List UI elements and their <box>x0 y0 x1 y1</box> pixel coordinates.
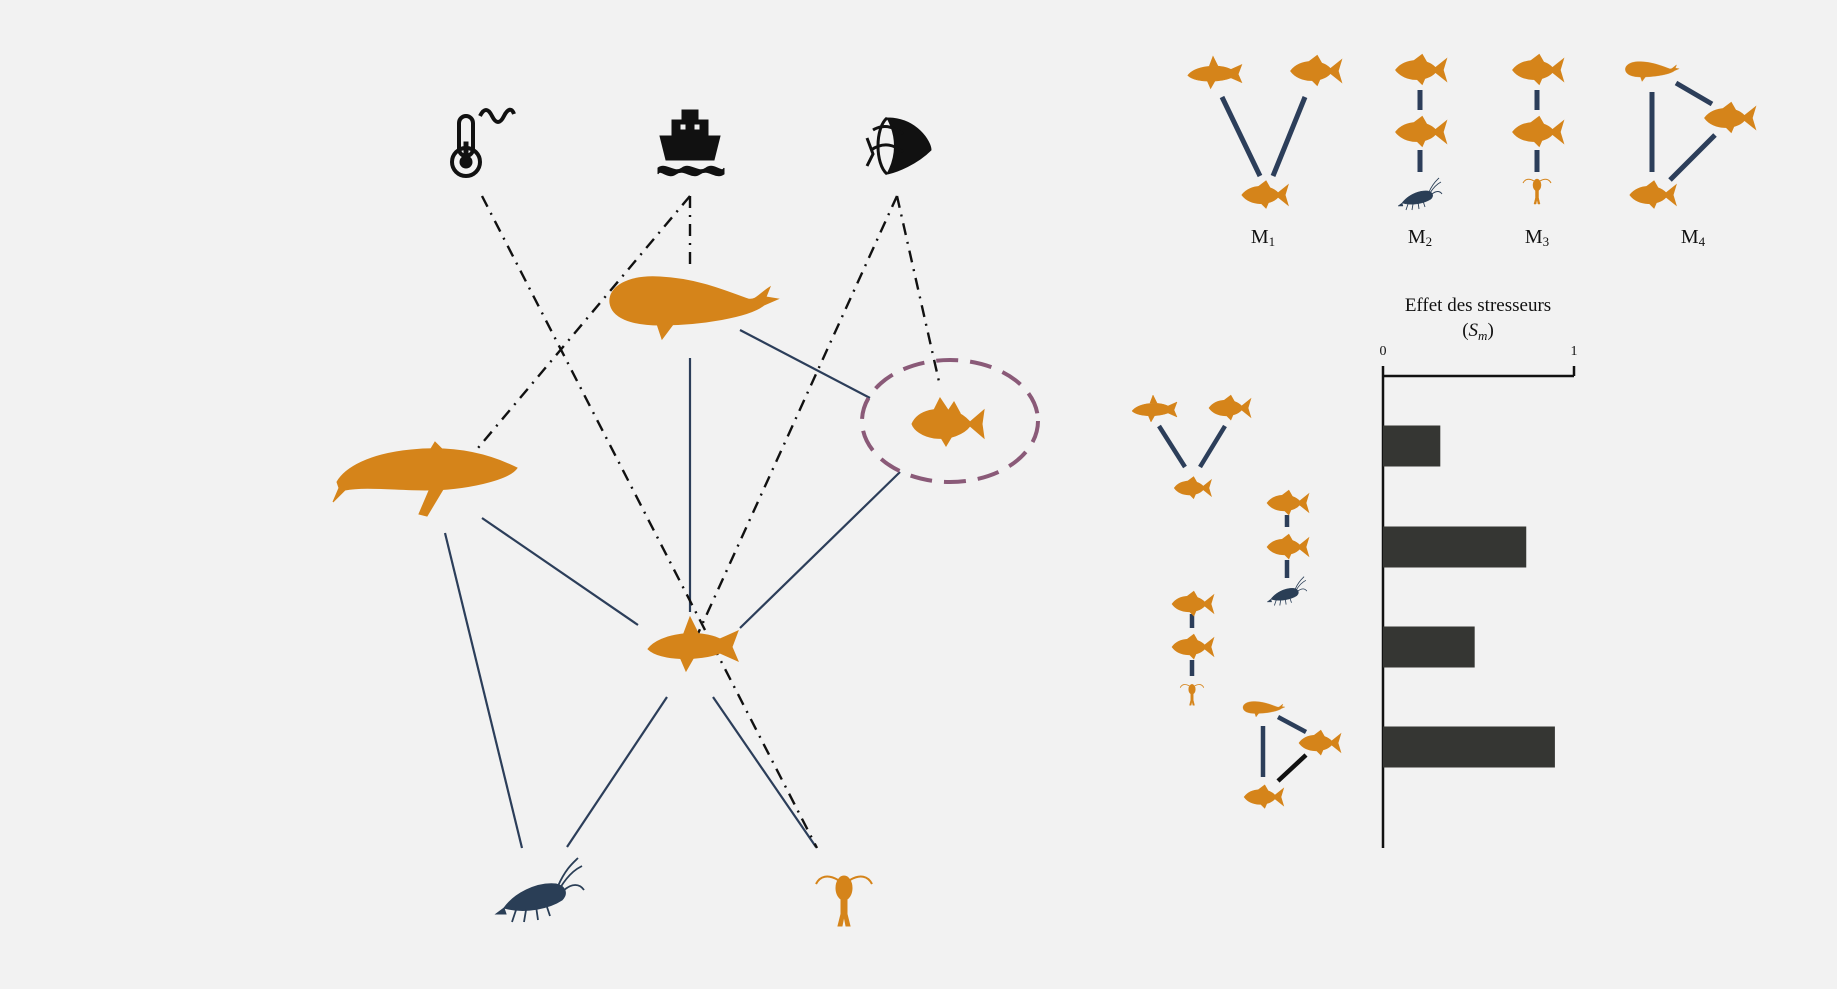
motif-m4-fish-icon <box>1629 180 1677 209</box>
copepod-icon <box>815 875 873 927</box>
chart-bars <box>1383 425 1555 768</box>
trophic-link <box>566 696 668 848</box>
trophic-link <box>712 696 817 848</box>
bar-m1 <box>1383 425 1441 467</box>
chart-title-symbol: (Sm) <box>1462 320 1494 343</box>
chart-motif-links <box>1157 424 1308 783</box>
stressor-links <box>477 195 942 849</box>
bar-m2 <box>1383 526 1527 568</box>
chart-motif-link <box>1276 715 1308 734</box>
motif-link <box>1219 95 1263 178</box>
chart-motif-nodes <box>1131 394 1342 809</box>
motif-m3-fish-icon <box>1512 54 1564 85</box>
motif-link <box>1674 80 1714 107</box>
motif-legend: M1 M2 M3 M4 <box>1187 54 1756 249</box>
chart-motif-link <box>1198 424 1227 469</box>
bar-m3 <box>1383 626 1475 668</box>
capelin-icon <box>647 616 739 672</box>
motif-label-m4: M4 <box>1681 226 1706 249</box>
chart-m4-beluga-icon <box>1242 701 1286 718</box>
food-web-network <box>332 107 1040 927</box>
trophic-link <box>739 329 871 399</box>
motif-link <box>1668 133 1717 182</box>
trophic-link <box>739 471 901 629</box>
cod-icon <box>911 397 985 447</box>
ship-icon <box>657 109 725 177</box>
chart-m3-copepod-icon <box>1179 683 1205 706</box>
stressor-link <box>480 195 819 849</box>
chart-motif-link <box>1157 424 1187 469</box>
trophic-link <box>443 532 524 849</box>
chart-title: Effet des stresseurs <box>1405 295 1551 316</box>
chart-m4-fish-icon <box>1243 784 1284 809</box>
stressor-link <box>895 195 942 387</box>
chart-m2-fish-icon <box>1266 533 1310 560</box>
chart-m1-capelin-icon <box>1131 394 1178 423</box>
motif-link <box>1270 96 1308 177</box>
chart-m3-fish-icon <box>1171 633 1215 660</box>
motif-m2-fish-icon <box>1395 54 1447 85</box>
chart-m3-fish-icon <box>1171 590 1215 617</box>
motif-label-m1: M1 <box>1251 226 1275 249</box>
motif-label-m3: M3 <box>1525 226 1549 249</box>
motif-links <box>1219 80 1717 182</box>
motif-m4-fish-icon <box>1704 102 1756 133</box>
trophic-links <box>443 329 901 849</box>
highlighted-species-outline <box>860 358 1040 484</box>
chart-m4-fish-icon <box>1298 729 1342 756</box>
chart-motif-link <box>1276 753 1308 783</box>
chart-m1-fish-icon <box>1208 394 1252 421</box>
humpback-whale-icon <box>332 441 518 517</box>
chart-motif-glyphs <box>1131 394 1342 809</box>
motif-label-m2: M2 <box>1408 226 1432 249</box>
chart-m2-fish-icon <box>1266 489 1310 516</box>
motif-m2-krill-icon <box>1397 177 1443 211</box>
x-tick-label: 0 <box>1380 344 1387 359</box>
motif-nodes <box>1187 54 1756 211</box>
motif-m3-fish-icon <box>1512 116 1564 147</box>
motif-m4-beluga-icon <box>1625 61 1680 82</box>
motif-m1-fish-icon <box>1241 180 1289 209</box>
beluga-icon <box>609 276 779 340</box>
bar-m4 <box>1383 726 1555 768</box>
motif-labels: M1 M2 M3 M4 <box>1251 226 1706 249</box>
x-tick-label: 1 <box>1571 344 1578 359</box>
motif-m2-fish-icon <box>1395 116 1447 147</box>
krill-icon <box>495 857 585 923</box>
fishing-net-icon <box>865 116 933 176</box>
motif-m3-copepod-icon <box>1522 178 1552 205</box>
trophic-link <box>481 517 639 626</box>
chart-m2-krill-icon <box>1266 576 1308 606</box>
thermometer-icon <box>450 107 516 178</box>
chart-m1-fish-icon <box>1174 476 1212 499</box>
motif-m1-fish-icon <box>1290 55 1342 86</box>
motif-m1-capelin-icon <box>1187 55 1243 89</box>
